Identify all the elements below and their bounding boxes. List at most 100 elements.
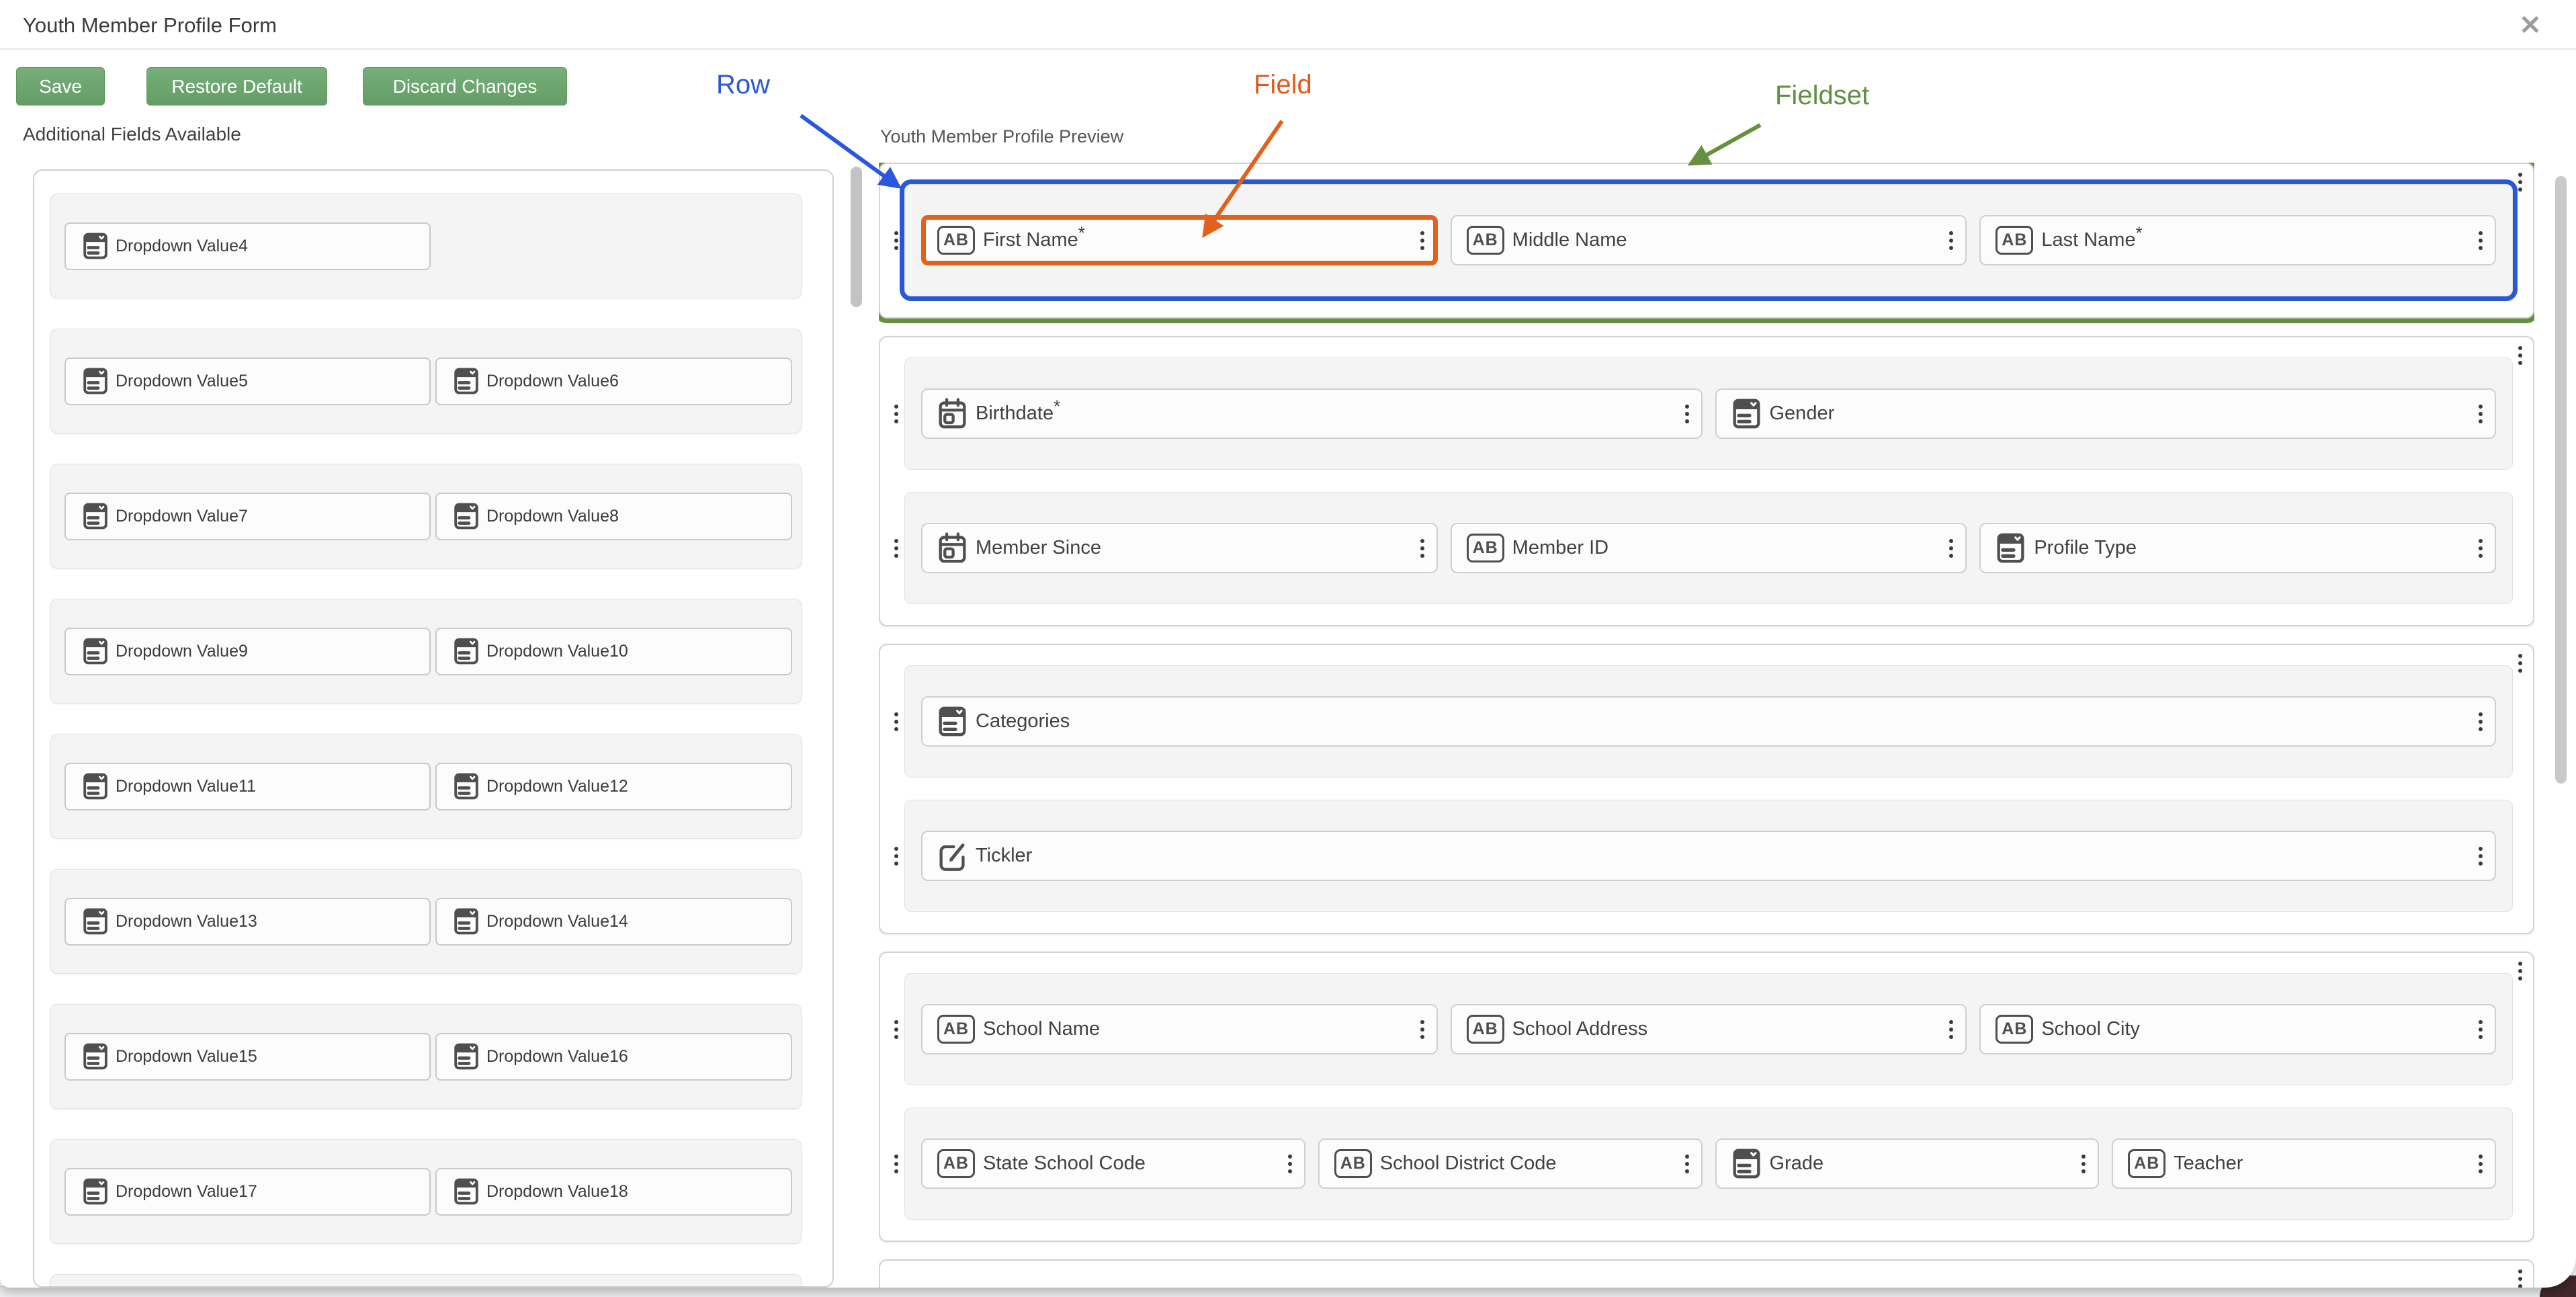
restore-default-button[interactable]: Restore Default <box>146 67 327 106</box>
fieldset-drag-handle-icon[interactable] <box>2518 969 2522 973</box>
available-field-dropdown-value8[interactable]: Dropdown Value8 <box>435 492 792 540</box>
field-teacher[interactable]: AB Teacher <box>2112 1138 2496 1189</box>
preview-scrollbar[interactable] <box>2555 176 2567 784</box>
available-field-dropdown-value4[interactable]: Dropdown Value4 <box>65 222 431 270</box>
field-menu-icon[interactable] <box>1420 1027 1424 1032</box>
left-panel-scrollbar[interactable] <box>851 167 862 307</box>
field-school-address[interactable]: AB School Address <box>1450 1004 1967 1054</box>
field-school-city[interactable]: AB School City <box>1979 1004 2497 1054</box>
row-drag-handle-icon[interactable] <box>894 238 898 243</box>
field-state-school-code[interactable]: AB State School Code <box>921 1138 1305 1189</box>
row-drag-handle-icon[interactable] <box>894 546 898 550</box>
profile-preview-panel: AB First Name* AB Middle Name AB Last Na… <box>879 163 2534 1288</box>
row-drag-handle-icon[interactable] <box>894 1027 898 1032</box>
available-field-dropdown-value12[interactable]: Dropdown Value12 <box>435 762 792 810</box>
field-categories[interactable]: Categories <box>921 696 2496 747</box>
fieldset-drag-handle-icon[interactable] <box>2518 661 2522 665</box>
field-menu-icon[interactable] <box>2479 411 2483 416</box>
text-field-icon: AB <box>1466 534 1504 562</box>
dropdown-list-icon <box>454 638 478 665</box>
available-field-dropdown-value6[interactable]: Dropdown Value6 <box>435 357 792 405</box>
field-grade[interactable]: Grade <box>1715 1138 2100 1189</box>
field-menu-icon[interactable] <box>2479 719 2483 724</box>
available-field-dropdown-value9[interactable]: Dropdown Value9 <box>65 627 431 675</box>
row-member-info: Member Since AB Member ID Profile Type <box>904 492 2513 604</box>
dropdown-list-icon <box>83 233 108 259</box>
field-birthdate[interactable]: Birthdate* <box>921 388 1703 439</box>
row-drag-handle-icon[interactable] <box>894 719 898 724</box>
row-drag-handle-icon[interactable] <box>894 853 898 858</box>
available-field-dropdown-value14[interactable]: Dropdown Value14 <box>435 897 792 946</box>
field-menu-icon[interactable] <box>2479 1027 2483 1032</box>
text-field-icon: AB <box>937 226 975 255</box>
available-group: Dropdown Value15 Dropdown Value16 <box>50 1004 802 1109</box>
available-group: Dropdown Value17 Dropdown Value18 <box>50 1139 802 1244</box>
fieldset-membership: Birthdate* Gender Member Since <box>879 336 2534 626</box>
preview-heading: Youth Member Profile Preview <box>880 126 1124 147</box>
row-wrapper: AB First Name* AB Middle Name AB Last Na… <box>888 184 2513 296</box>
dropdown-list-icon <box>1733 399 1760 429</box>
field-menu-icon[interactable] <box>2081 1161 2086 1166</box>
available-field-dropdown-value15[interactable]: Dropdown Value15 <box>65 1032 431 1081</box>
available-field-dropdown-value7[interactable]: Dropdown Value7 <box>65 492 431 540</box>
field-menu-icon[interactable] <box>1287 1161 1292 1166</box>
field-school-district-code[interactable]: AB School District Code <box>1318 1138 1703 1189</box>
field-tickler[interactable]: Tickler <box>921 831 2496 881</box>
available-field-label: Dropdown Value5 <box>116 371 248 390</box>
field-member-since[interactable]: Member Since <box>921 523 1438 573</box>
available-field-label: Dropdown Value14 <box>486 911 628 931</box>
save-button[interactable]: Save <box>16 67 105 106</box>
available-fields-panel: Dropdown Value4 Dropdown Value5 Dropdown… <box>33 169 834 1288</box>
discard-changes-button[interactable]: Discard Changes <box>363 67 567 106</box>
fieldset-drag-handle-icon[interactable] <box>2518 353 2522 358</box>
available-field-dropdown-value17[interactable]: Dropdown Value17 <box>65 1167 431 1216</box>
field-label: School City <box>2041 1018 2141 1040</box>
field-member-id[interactable]: AB Member ID <box>1450 523 1967 573</box>
available-field-dropdown-value16[interactable]: Dropdown Value16 <box>435 1032 792 1081</box>
available-field-dropdown-value11[interactable]: Dropdown Value11 <box>65 762 431 810</box>
dropdown-list-icon <box>454 368 478 394</box>
available-field-dropdown-value5[interactable]: Dropdown Value5 <box>65 357 431 405</box>
field-menu-icon[interactable] <box>1420 238 1424 243</box>
row-wrapper: AB State School Code AB School District … <box>888 1107 2513 1220</box>
field-menu-icon[interactable] <box>2479 1161 2483 1166</box>
close-icon[interactable]: ✕ <box>2519 11 2542 40</box>
fieldset-drag-handle-icon[interactable] <box>2518 1277 2522 1281</box>
field-school-name[interactable]: AB School Name <box>921 1004 1438 1054</box>
field-menu-icon[interactable] <box>1684 1161 1689 1166</box>
field-menu-icon[interactable] <box>1949 1027 1954 1032</box>
row-wrapper: Birthdate* Gender <box>888 358 2513 470</box>
available-field-dropdown-value18[interactable]: Dropdown Value18 <box>435 1167 792 1216</box>
field-label: Birthdate* <box>976 396 1061 424</box>
row-drag-handle-icon[interactable] <box>894 1161 898 1166</box>
field-label: School Address <box>1512 1018 1648 1040</box>
available-field-dropdown-value10[interactable]: Dropdown Value10 <box>435 627 792 675</box>
row-categories: Categories <box>904 665 2513 778</box>
field-profile-type[interactable]: Profile Type <box>1979 523 2497 573</box>
field-menu-icon[interactable] <box>1949 546 1954 550</box>
field-menu-icon[interactable] <box>1420 546 1424 550</box>
available-field-label: Dropdown Value15 <box>116 1046 257 1066</box>
fieldset-drag-handle-icon[interactable] <box>2518 180 2522 184</box>
field-last-name[interactable]: AB Last Name* <box>1979 215 2497 265</box>
field-menu-icon[interactable] <box>1684 411 1689 416</box>
field-first-name[interactable]: AB First Name* <box>921 215 1438 265</box>
text-field-icon: AB <box>1466 1015 1504 1044</box>
calendar-icon <box>939 532 966 563</box>
dropdown-list-icon <box>83 1178 108 1205</box>
field-menu-icon[interactable] <box>2479 853 2483 858</box>
available-field-dropdown-value13[interactable]: Dropdown Value13 <box>65 897 431 946</box>
field-label: State School Code <box>983 1153 1146 1174</box>
available-field-label: Dropdown Value6 <box>486 371 619 390</box>
dropdown-list-icon <box>454 773 478 800</box>
fieldset-clipped <box>879 1259 2534 1288</box>
field-label: First Name* <box>983 222 1085 251</box>
available-field-label: Dropdown Value12 <box>486 776 628 796</box>
field-menu-icon[interactable] <box>1949 238 1954 243</box>
field-gender[interactable]: Gender <box>1715 388 2496 439</box>
field-menu-icon[interactable] <box>2479 546 2483 550</box>
fieldset-name: AB First Name* AB Middle Name AB Last Na… <box>879 163 2534 319</box>
row-drag-handle-icon[interactable] <box>894 411 898 416</box>
field-menu-icon[interactable] <box>2479 238 2483 243</box>
field-middle-name[interactable]: AB Middle Name <box>1450 215 1967 265</box>
